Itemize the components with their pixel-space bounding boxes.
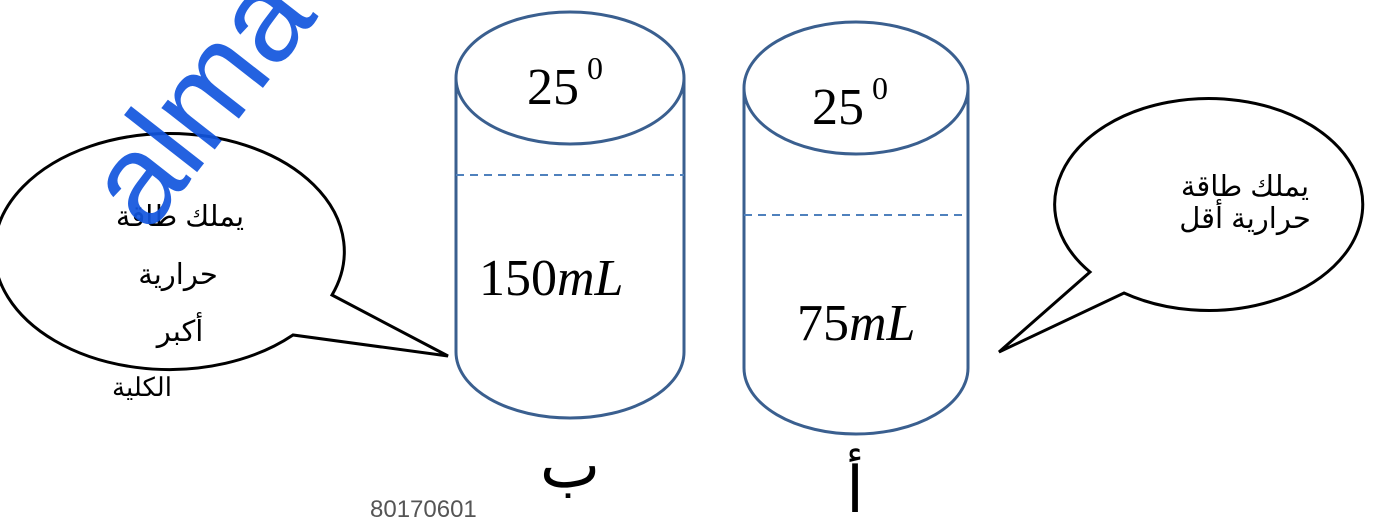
cylinder-b-top [454,10,686,146]
cylinder-a-volume: 75mL [797,295,915,352]
cylinder-a-volume-number: 75 [797,295,849,352]
cylinder-b-volume-unit: mL [557,250,623,307]
speech-bubble-left-shape [0,132,449,371]
cylinder-a-body [742,88,970,436]
cylinder-a-temperature-superscript: 0 [872,70,888,106]
cylinder-b: 25 0 150mL [454,10,686,420]
speech-bubble-right: يملك طاقة حرارية أقل [998,96,1365,354]
bubble-left-overflow-text: الكلية [112,372,172,402]
cylinder-a: 25 0 75mL [742,20,970,436]
cylinder-b-temperature: 25 [527,59,579,116]
bubble-right-line1: يملك طاقة [1181,171,1309,203]
bubble-left-line2: حرارية [138,259,218,292]
cylinder-a-label: أ [846,448,864,519]
cylinder-a-temperature: 25 [812,79,864,136]
speech-bubble-left: يملك طاقة حرارية أكبر الكلية [0,132,449,402]
cylinder-b-body [454,78,686,420]
bubble-left-line3: أكبر [155,311,204,349]
cylinder-b-volume-number: 150 [479,250,557,307]
bubble-right-line2: حرارية أقل [1179,198,1311,236]
cylinder-a-top [742,20,970,156]
cylinder-b-volume: 150mL [479,250,623,307]
bubble-left-line1: يملك طاقة [116,201,244,233]
cylinder-a-volume-unit: mL [849,295,915,352]
cylinder-b-label: ب [540,429,600,501]
speech-bubble-right-shape [998,96,1365,354]
cylinder-b-temperature-superscript: 0 [587,50,603,86]
diagram-id: 80170601 [370,496,477,519]
